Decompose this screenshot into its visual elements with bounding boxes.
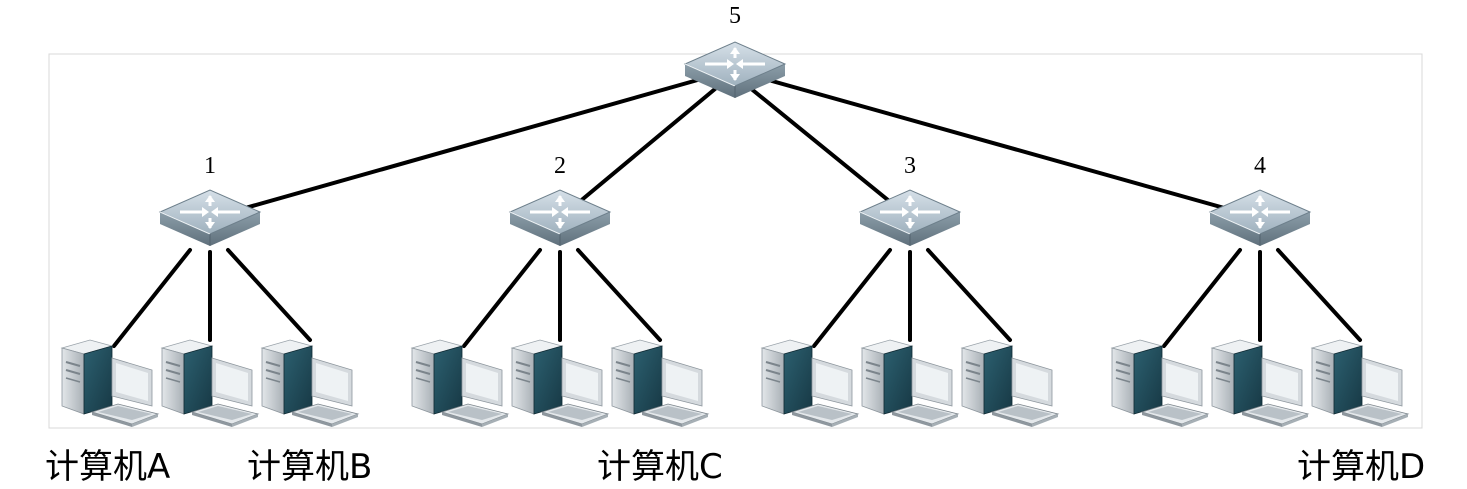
downlink-3-c bbox=[926, 248, 1012, 342]
switch-1: 1 bbox=[158, 153, 262, 248]
switch-2: 2 bbox=[508, 153, 612, 248]
uplink-1 bbox=[208, 68, 735, 220]
downlink-3-a bbox=[812, 248, 892, 348]
switch-4: 4 bbox=[1208, 153, 1312, 248]
computer-icon bbox=[511, 339, 609, 428]
computer-label-d: 计算机D bbox=[1297, 447, 1425, 487]
switch-icon bbox=[158, 188, 262, 248]
computer-icon bbox=[861, 339, 959, 428]
root-switch: 5 bbox=[683, 3, 787, 100]
downlink-4-a bbox=[1162, 248, 1242, 348]
switch-1-label: 1 bbox=[204, 153, 216, 179]
switch-4-label: 4 bbox=[1254, 153, 1266, 179]
computer-icon bbox=[761, 339, 859, 428]
switch-3-label: 3 bbox=[904, 153, 916, 179]
computer-group-4 bbox=[1111, 339, 1409, 428]
downlink-4-c bbox=[1276, 248, 1362, 342]
computer-icon bbox=[261, 339, 359, 428]
uplink-3 bbox=[731, 72, 912, 220]
computer-icon bbox=[61, 339, 159, 428]
downlink-1-a bbox=[112, 248, 192, 348]
downlink-1-c bbox=[226, 248, 312, 342]
computer-label-b: 计算机B bbox=[247, 447, 372, 487]
computer-icon bbox=[961, 339, 1059, 428]
computer-group-2 bbox=[411, 339, 709, 428]
computer-icon bbox=[161, 339, 259, 428]
switch-3: 3 bbox=[858, 153, 962, 248]
switch-2-label: 2 bbox=[554, 153, 566, 179]
switch-icon bbox=[508, 188, 612, 248]
downlink-2-c bbox=[576, 248, 662, 342]
computer-group-1 bbox=[61, 339, 359, 428]
computer-icon bbox=[1311, 339, 1409, 428]
computer-group-3 bbox=[761, 339, 1059, 428]
computer-label-a: 计算机A bbox=[45, 447, 170, 487]
computer-icon bbox=[1111, 339, 1209, 428]
switch-icon bbox=[858, 188, 962, 248]
uplink-4 bbox=[731, 68, 1262, 220]
computer-icon bbox=[411, 339, 509, 428]
uplink-2 bbox=[558, 72, 735, 220]
root-switch-label: 5 bbox=[729, 3, 741, 29]
downlink-2-a bbox=[462, 248, 542, 348]
computer-label-c: 计算机C bbox=[597, 447, 723, 487]
uplinks bbox=[208, 68, 1262, 220]
switch-icon bbox=[683, 40, 787, 100]
downlinks bbox=[112, 248, 1362, 348]
computer-icon bbox=[1211, 339, 1309, 428]
computer-icon bbox=[611, 339, 709, 428]
switch-icon bbox=[1208, 188, 1312, 248]
